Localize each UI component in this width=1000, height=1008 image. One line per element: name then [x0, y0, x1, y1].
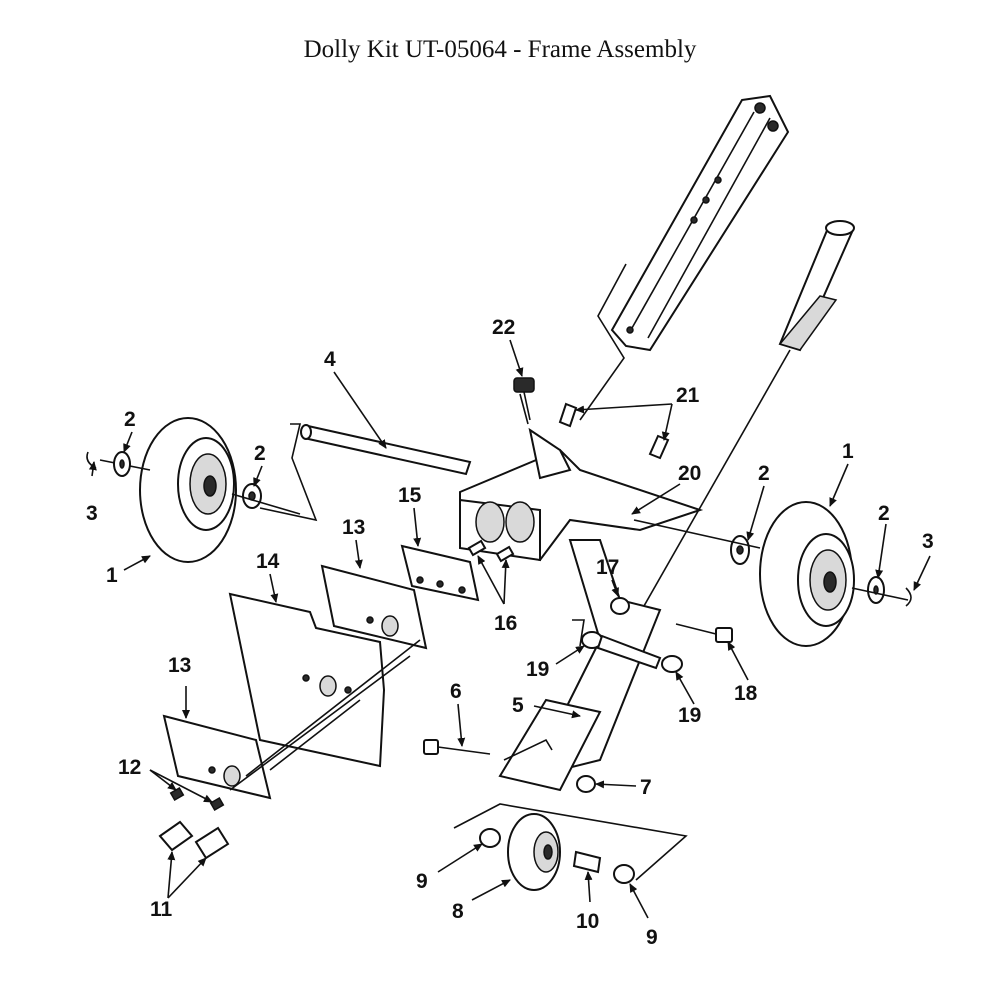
callout-6: 6 — [450, 680, 462, 703]
bracket-outline — [572, 619, 585, 647]
right-wheel — [759, 501, 855, 647]
callout-19-left: 19 — [526, 658, 549, 681]
callout-4: 4 — [324, 348, 336, 371]
upright-tube — [778, 220, 855, 352]
callout-1-right: 1 — [842, 440, 854, 463]
callout-1-left: 1 — [106, 564, 118, 587]
spacer-10 — [572, 850, 602, 874]
caster-outline — [453, 803, 688, 881]
right-washer-inner — [730, 535, 750, 565]
caster-wheel-8 — [507, 813, 561, 891]
nut-7 — [576, 775, 596, 793]
spacer-9-right — [613, 864, 635, 884]
tube-guide-line — [619, 349, 791, 649]
spacers-11 — [158, 820, 230, 860]
spacers-19 — [581, 631, 683, 673]
callout-8: 8 — [452, 900, 464, 923]
callout-15: 15 — [398, 484, 422, 507]
callout-2-left-inner: 2 — [254, 442, 266, 465]
callout-5: 5 — [512, 694, 524, 717]
callout-11: 11 — [150, 898, 173, 921]
right-cotter-pin — [905, 587, 912, 607]
left-wheel-axis — [231, 493, 301, 515]
panel-14 — [228, 592, 386, 768]
callout-12: 12 — [118, 756, 141, 779]
left-cotter-pin — [86, 451, 97, 469]
callout-9-left: 9 — [416, 870, 428, 893]
callout-3-right: 3 — [922, 530, 934, 553]
left-wheel — [99, 417, 237, 563]
guard-13-upper — [320, 564, 428, 650]
callout-16: 16 — [494, 612, 517, 635]
spacer-9-left — [479, 828, 501, 848]
axle-outline — [259, 423, 318, 522]
callout-3-left: 3 — [86, 502, 98, 525]
right-wheel-axis — [633, 519, 909, 601]
guard-alignment-lines — [229, 639, 421, 791]
plate-15 — [400, 544, 480, 602]
handle-outline-lead — [579, 263, 627, 421]
callout-22: 22 — [492, 316, 515, 339]
axle-rod — [300, 424, 472, 476]
right-washer-outer — [867, 576, 885, 604]
left-washer-inner — [242, 483, 262, 509]
caster-frame-5 — [498, 698, 602, 792]
handle-upper — [610, 94, 790, 352]
left-washer-outer — [113, 451, 131, 477]
callout-18: 18 — [734, 682, 758, 705]
bolt-22 — [513, 377, 535, 425]
callout-7: 7 — [640, 776, 652, 799]
bolt-18 — [675, 623, 733, 643]
callout-2-right-inner: 2 — [758, 462, 770, 485]
pins-16 — [467, 539, 515, 563]
bolt-6 — [423, 739, 491, 755]
guard-13-lower — [162, 714, 272, 800]
callout-14: 14 — [256, 550, 280, 573]
nut-17 — [610, 597, 630, 615]
callout-9-right: 9 — [646, 926, 658, 949]
callout-13-upper: 13 — [342, 516, 365, 539]
callout-20: 20 — [678, 462, 701, 485]
screws-12 — [169, 787, 225, 811]
callout-17: 17 — [596, 556, 619, 579]
screws-21 — [558, 402, 670, 460]
callout-19-right: 19 — [678, 704, 701, 727]
leader-lines — [88, 339, 931, 919]
callout-10: 10 — [576, 910, 599, 933]
main-frame — [459, 427, 704, 562]
callout-2-right-outer: 2 — [878, 502, 890, 525]
callout-13-lower: 13 — [168, 654, 191, 677]
diagram-title: Dolly Kit UT-05064 - Frame Assembly — [303, 36, 697, 63]
callout-21: 21 — [676, 384, 700, 407]
callout-2-left-outer: 2 — [124, 408, 136, 431]
callout-labels: 22 4 21 2 2 3 1 15 13 14 16 20 2 1 2 3 1… — [86, 316, 934, 949]
